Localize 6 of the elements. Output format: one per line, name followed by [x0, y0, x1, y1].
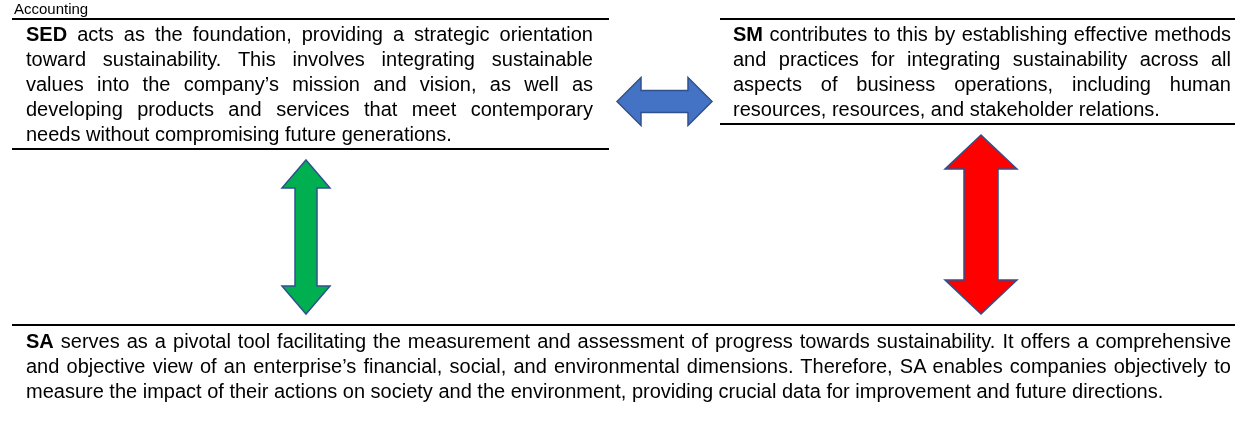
double-arrow — [280, 158, 332, 316]
double-arrow — [615, 75, 714, 128]
paragraph: SM contributes to this by establishing effective methods and practices for integrating sustainability across all aspects of business operations, including human resources, resources, and stakeholder relations. — [733, 22, 1231, 122]
paragraph: SA serves as a pivotal tool facilitating the measurement and assessment of progress towards sustainability. It offers a comprehensive and objective view of an enterprise’s financial, social, and environmental dimensions. Therefore, SA enables companies objectively to measure the impact of their actions on society and the environment, providing crucial data for improvement and future directions. — [26, 329, 1231, 404]
double-arrow — [943, 133, 1019, 316]
paragraph: SED acts as the foundation, providing a strategic orientation toward sustainability. This involves integrating sustainable values into the company’s mission and vision, as well as developing products and services that meet contemporary needs without compromising future generations. — [26, 22, 593, 147]
